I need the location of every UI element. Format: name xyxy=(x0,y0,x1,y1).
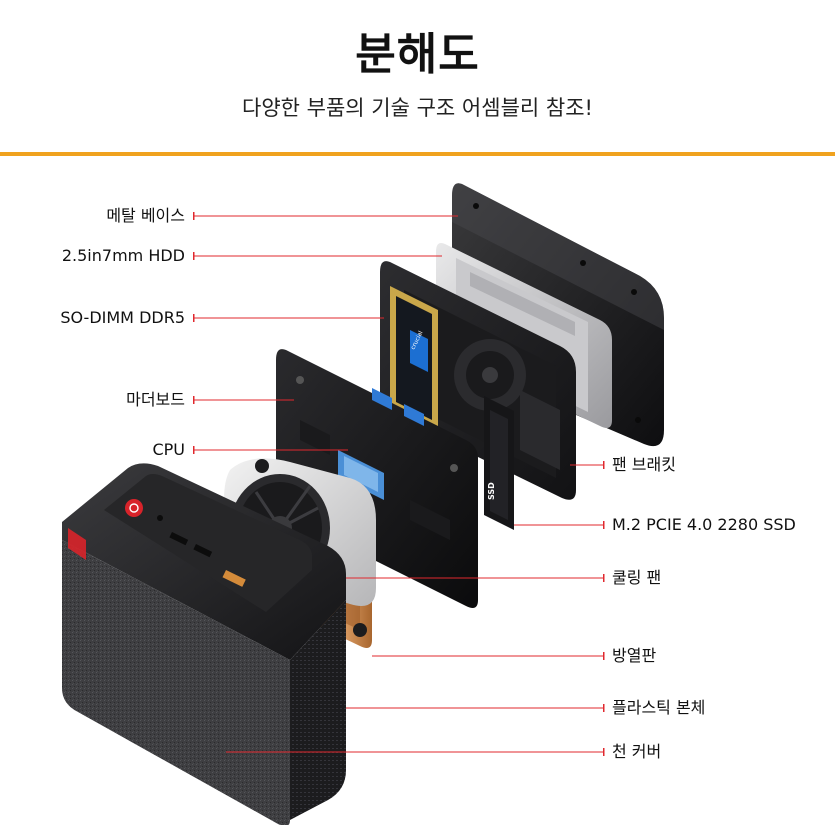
label-metal-base: 메탈 베이스 xyxy=(106,206,185,225)
label-fabric-cover: 천 커버 xyxy=(612,742,662,761)
callout-ticks-right xyxy=(603,461,605,756)
exploded-diagram: crucial SSD xyxy=(62,183,664,825)
ssd-label-text: SSD xyxy=(487,482,496,500)
callout-lines-right xyxy=(226,464,604,753)
label-motherboard: 마더보드 xyxy=(126,390,185,409)
page-subtitle: 다양한 부품의 기술 구조 어셈블리 참조! xyxy=(242,96,593,120)
label-plastic-body: 플라스틱 본체 xyxy=(612,698,706,717)
label-cpu: CPU xyxy=(152,440,185,459)
ssd-part: SSD xyxy=(484,396,514,530)
page-title: 분해도 xyxy=(355,29,480,80)
ram-part: crucial xyxy=(390,286,438,428)
label-ssd: M.2 PCIE 4.0 2280 SSD xyxy=(612,515,796,534)
label-heatsink: 방열판 xyxy=(612,646,657,665)
label-hdd: 2.5in7mm HDD xyxy=(61,246,185,265)
label-cooling-fan: 쿨링 팬 xyxy=(612,568,662,587)
callout-lines-left xyxy=(194,215,458,451)
motherboard-part xyxy=(276,349,478,608)
label-ram: SO-DIMM DDR5 xyxy=(60,308,185,327)
accent-divider xyxy=(0,152,835,156)
callout-ticks-left xyxy=(193,212,195,454)
label-fan-bracket: 팬 브래킷 xyxy=(612,455,676,474)
power-button-icon xyxy=(125,499,143,517)
plastic-body-part xyxy=(62,463,346,825)
